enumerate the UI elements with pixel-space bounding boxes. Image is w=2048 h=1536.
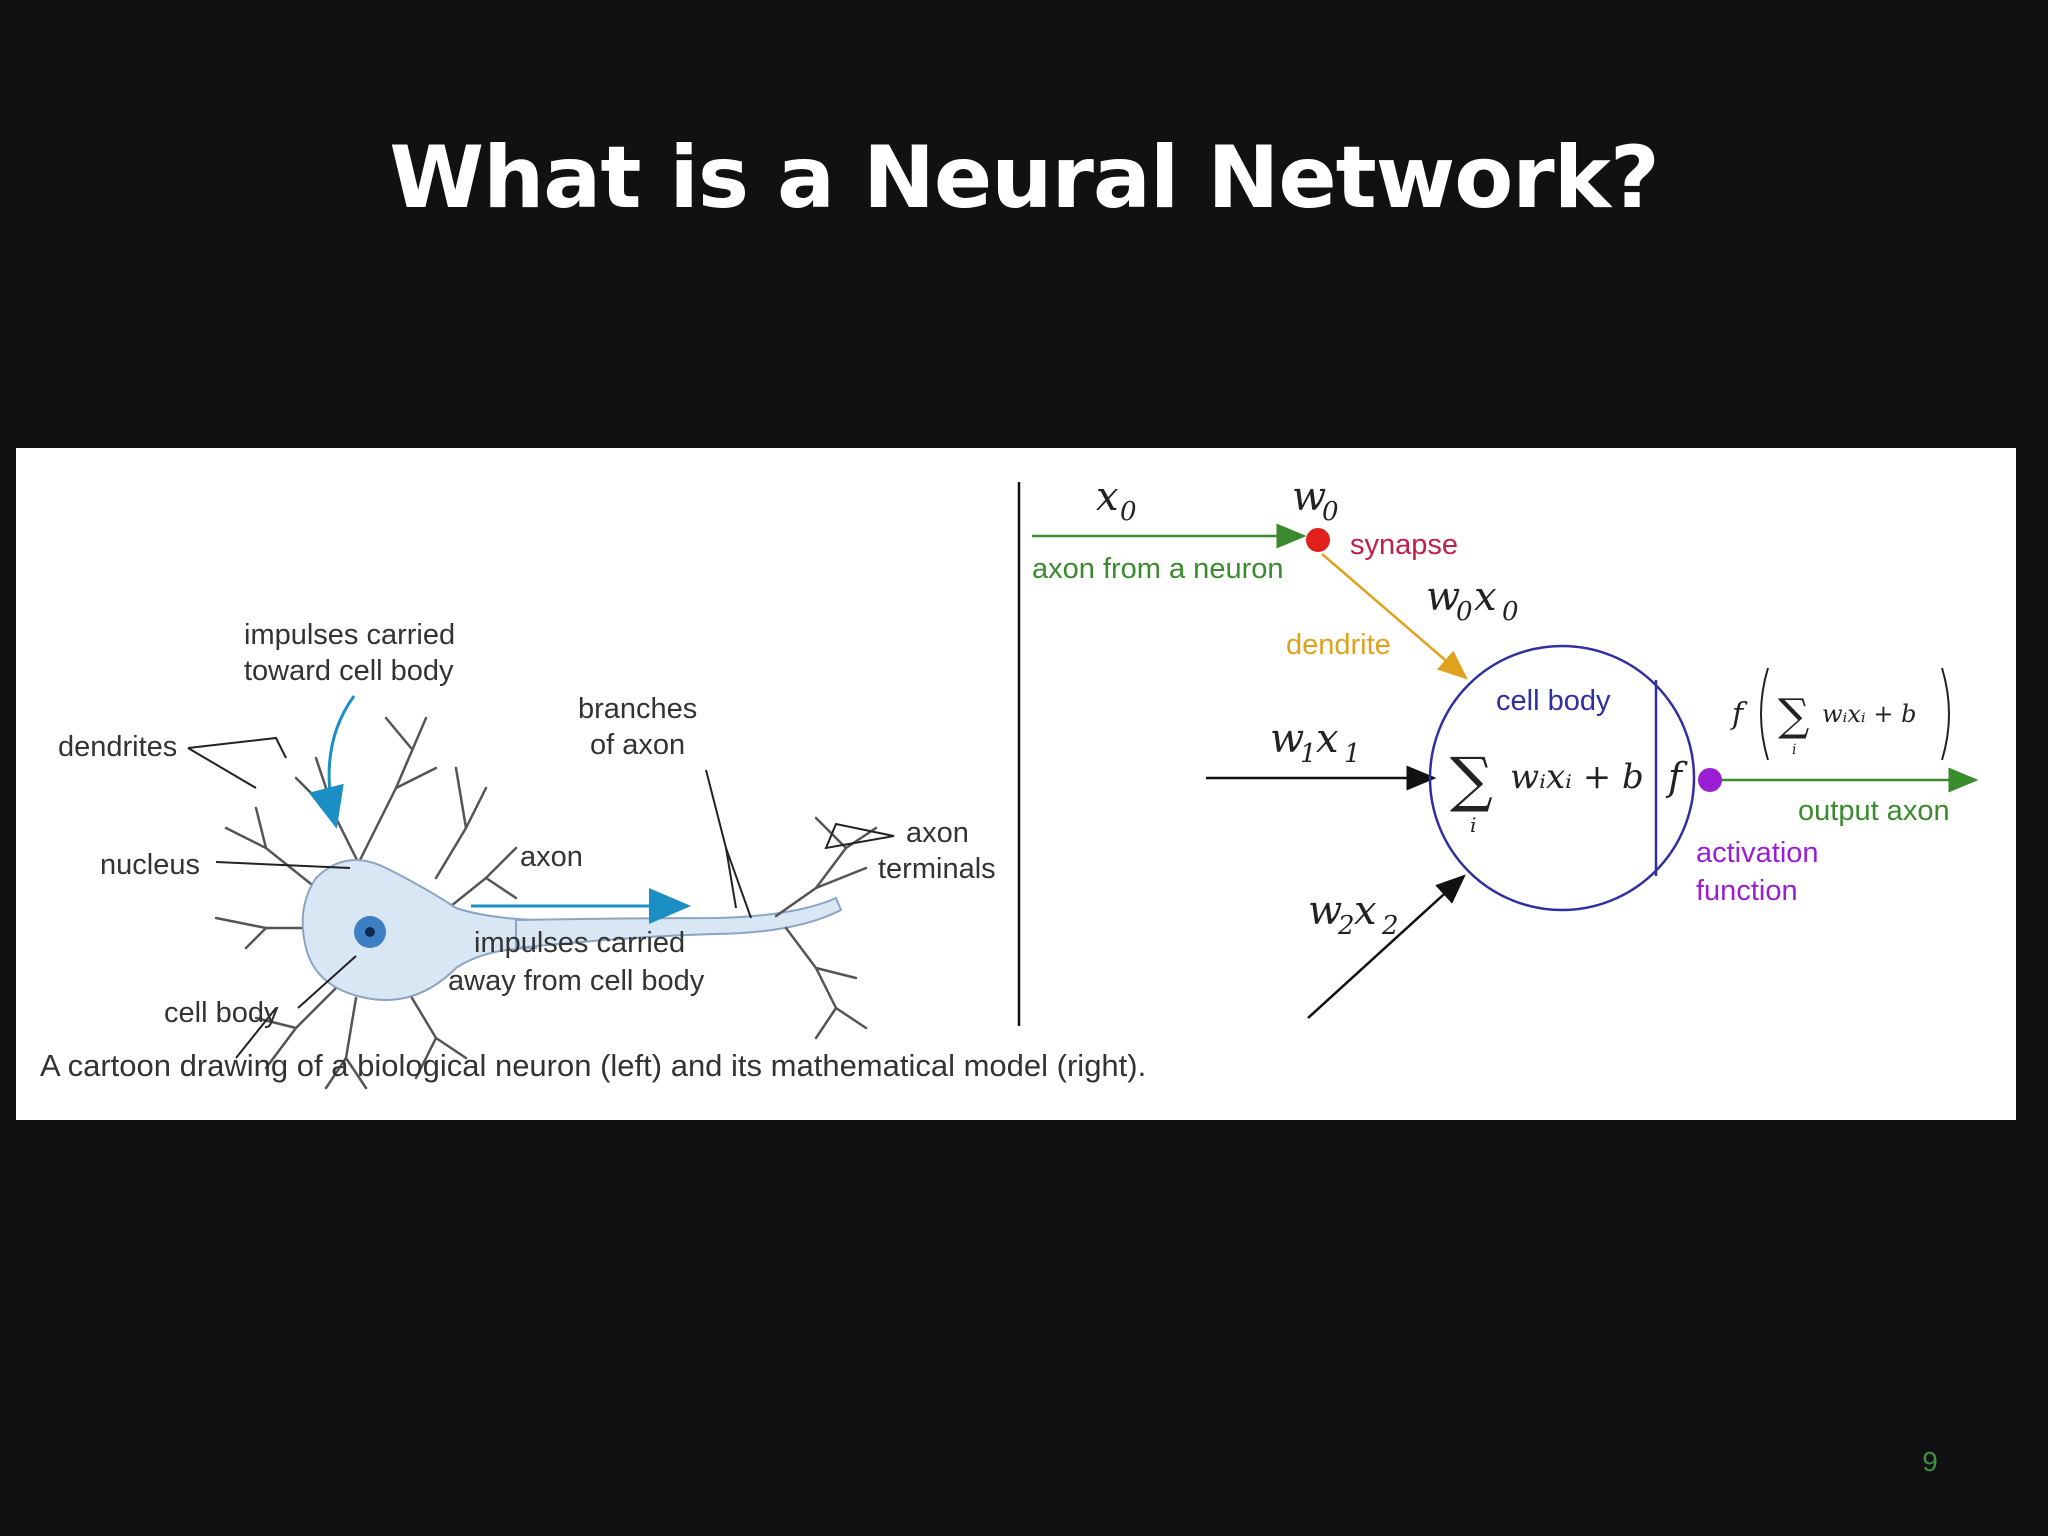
label-output-axon: output axon xyxy=(1798,795,1950,827)
svg-text:1: 1 xyxy=(1344,739,1361,769)
synapse-dot xyxy=(1306,528,1330,552)
label-axon-from-neuron: axon from a neuron xyxy=(1032,553,1283,585)
svg-text:x: x xyxy=(1316,716,1339,762)
neuron-cell-body xyxy=(301,859,537,1001)
label-impulses-away-2: away from cell body xyxy=(448,965,705,997)
label-axon: axon xyxy=(520,841,583,873)
figure-caption: A cartoon drawing of a biological neuron… xyxy=(40,1048,1146,1083)
activation-dot xyxy=(1698,768,1722,792)
label-w0-sub: 0 xyxy=(1322,497,1339,527)
biological-neuron: impulses carried toward cell body dendri… xyxy=(58,619,996,1090)
svg-text:∑: ∑ xyxy=(1778,690,1809,741)
svg-text:x: x xyxy=(1474,574,1497,620)
label-w1x1: w 1 x 1 xyxy=(1270,716,1361,769)
mathematical-model: x 0 w 0 axon from a neuron synapse dendr… xyxy=(1032,474,1979,1019)
dendrite-branches xyxy=(214,716,518,1090)
svg-text:2: 2 xyxy=(1381,911,1399,941)
svg-text:0: 0 xyxy=(1502,597,1519,627)
label-impulses-toward-1: impulses carried xyxy=(244,619,455,651)
svg-text:wᵢxᵢ + b: wᵢxᵢ + b xyxy=(1822,700,1916,728)
sum-index: i xyxy=(1470,813,1476,837)
label-branches-1: branches xyxy=(578,693,697,725)
label-activation-1: activation xyxy=(1696,837,1819,869)
svg-text:w: w xyxy=(1426,574,1460,620)
label-w0: w xyxy=(1292,474,1326,520)
label-impulses-away-1: impulses carried xyxy=(474,927,685,959)
label-axon-terminals-2: terminals xyxy=(878,853,996,885)
svg-text:w: w xyxy=(1308,888,1342,934)
label-activation-2: function xyxy=(1696,875,1798,907)
label-dendrites: dendrites xyxy=(58,731,177,763)
svg-text:i: i xyxy=(1792,742,1796,758)
label-f: f xyxy=(1665,755,1688,799)
svg-text:1: 1 xyxy=(1300,739,1317,769)
neuron-figure: impulses carried toward cell body dendri… xyxy=(40,474,1979,1090)
svg-text:2: 2 xyxy=(1337,911,1355,941)
axon-terminal-branches xyxy=(774,816,878,1040)
page-number: 9 xyxy=(1922,1446,1938,1477)
figure-panel: impulses carried toward cell body dendri… xyxy=(16,448,2016,1120)
label-x0: x xyxy=(1096,474,1119,520)
slide-title: What is a Neural Network? xyxy=(389,128,1660,228)
label-model-cell-body: cell body xyxy=(1496,685,1611,717)
label-impulses-toward-2: toward cell body xyxy=(244,655,454,687)
output-formula: f ∑ i wᵢxᵢ + b xyxy=(1730,667,1950,761)
label-w2x2: w 2 x 2 xyxy=(1308,888,1399,941)
svg-text:w: w xyxy=(1270,716,1304,762)
model-cell-body xyxy=(1428,644,1696,912)
svg-text:x: x xyxy=(1354,888,1377,934)
label-x0-sub: 0 xyxy=(1120,497,1137,527)
label-w0x0: w 0 x 0 xyxy=(1426,574,1519,627)
sum-symbol: ∑ xyxy=(1450,745,1493,815)
sum-body: wᵢxᵢ + b xyxy=(1510,757,1644,797)
svg-text:0: 0 xyxy=(1456,597,1473,627)
label-nucleus: nucleus xyxy=(100,849,200,881)
label-axon-terminals-1: axon xyxy=(906,817,969,849)
label-dendrite: dendrite xyxy=(1286,629,1391,661)
label-cell-body: cell body xyxy=(164,997,279,1029)
svg-text:f: f xyxy=(1730,697,1748,732)
label-branches-2: of axon xyxy=(590,729,685,761)
label-synapse: synapse xyxy=(1350,529,1458,561)
